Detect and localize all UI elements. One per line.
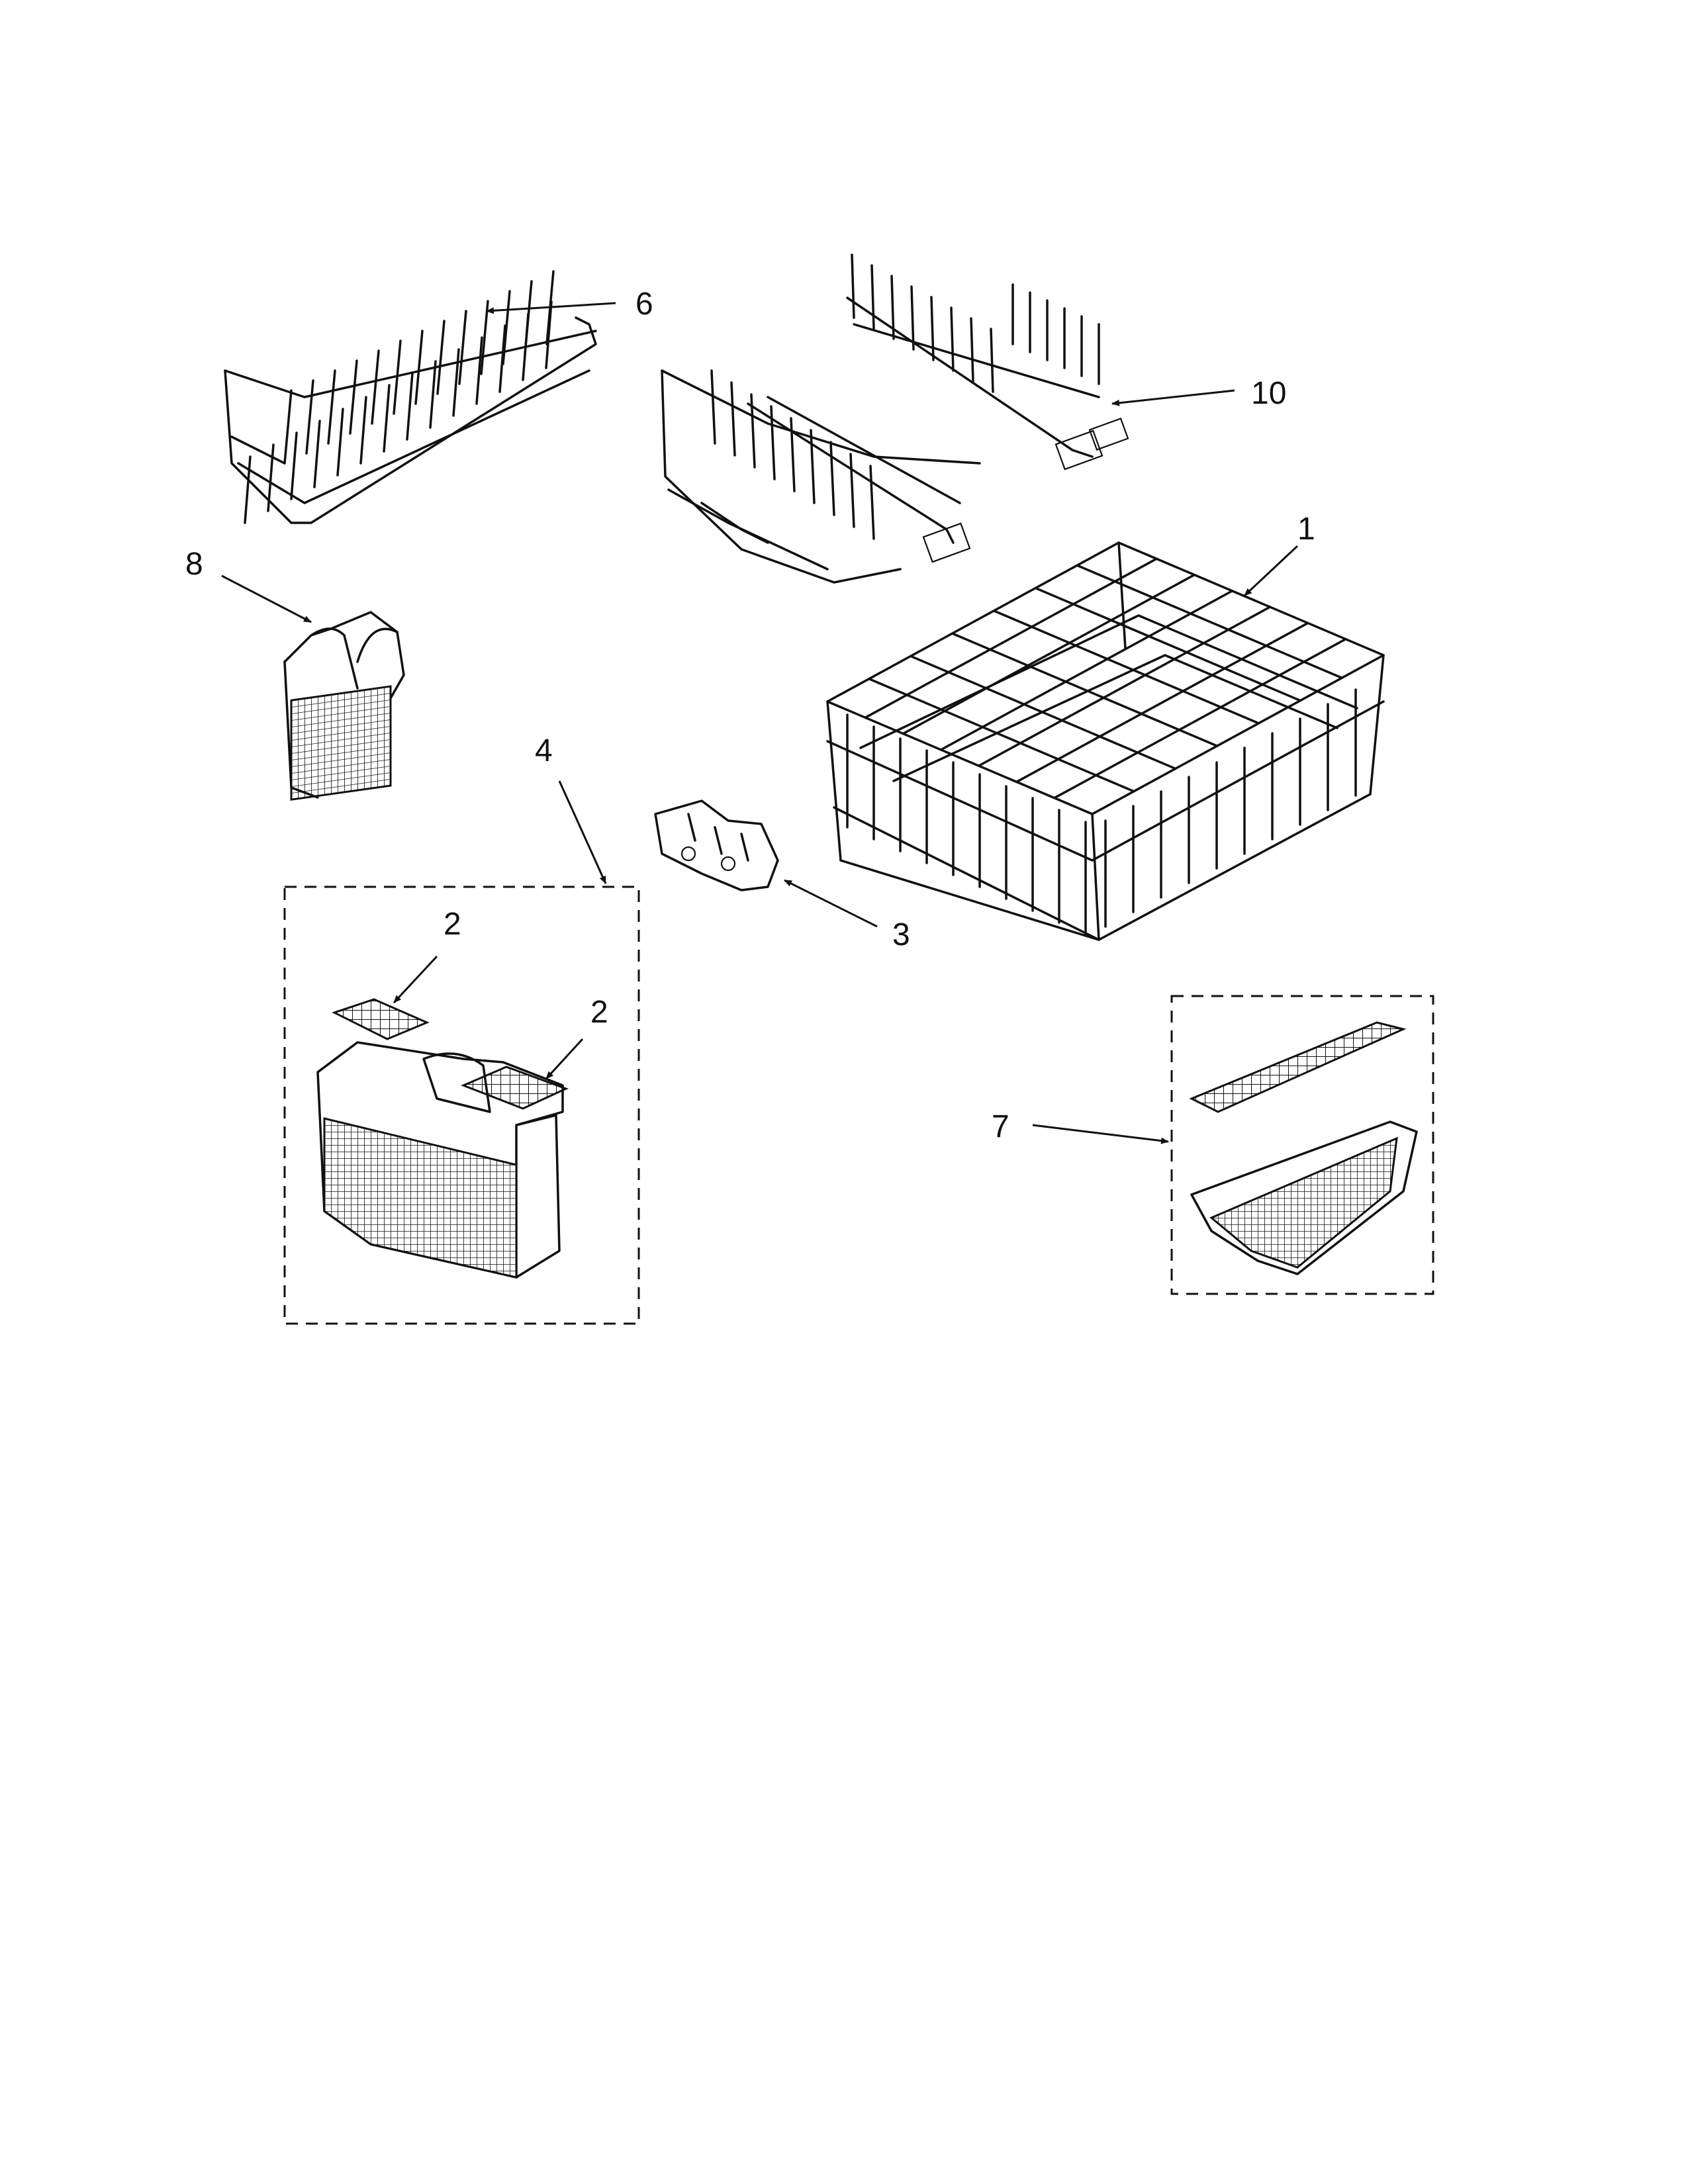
leader-2a — [393, 955, 438, 1004]
callout-label-3: 3 — [892, 917, 910, 952]
wire-tine — [870, 264, 875, 330]
wire-tine — [864, 557, 1158, 719]
wire-tine — [730, 381, 736, 457]
callout-label-7: 7 — [992, 1109, 1009, 1144]
wire-tine — [970, 317, 974, 383]
wire-tine — [950, 306, 955, 372]
callout-label-10: 10 — [1251, 376, 1286, 411]
wire-tine — [1076, 564, 1343, 680]
wire-tine — [290, 432, 298, 500]
wire-tine — [909, 655, 1177, 770]
wire-tine — [939, 590, 1234, 751]
wire-tine — [327, 369, 336, 445]
silverware-basket-assembly-drawing — [283, 886, 640, 1325]
wire-tine — [313, 420, 321, 488]
wire-tine — [902, 573, 1196, 735]
utensil-basket-drawing — [283, 611, 405, 801]
leader-7 — [1032, 1124, 1169, 1144]
wire-tine — [868, 677, 1135, 793]
fold-down-tine-assembly-drawing — [661, 253, 1129, 584]
wire-tine — [910, 285, 915, 351]
wire-tine — [990, 328, 994, 393]
leader-lines — [221, 302, 1299, 1144]
wire-tine — [452, 348, 460, 417]
callout-label-8: 8 — [185, 547, 203, 582]
wire-tine — [349, 359, 358, 435]
leader-10 — [1111, 389, 1235, 406]
lower-dishrack-drawing — [826, 541, 1385, 941]
wire-tine — [283, 389, 293, 465]
callout-label-2b: 2 — [590, 995, 608, 1030]
wire-tine — [851, 253, 855, 319]
rack-clip-drawing — [654, 799, 779, 891]
wire-tine — [475, 336, 483, 405]
wire-tine — [810, 429, 816, 504]
wire-tine — [371, 349, 380, 425]
wire-tine — [951, 632, 1219, 747]
leader-1 — [1243, 545, 1299, 597]
wire-tine — [522, 312, 530, 381]
wire-tine — [1053, 637, 1347, 799]
wire-tine — [977, 606, 1272, 767]
wire-tine — [414, 330, 424, 405]
callout-label-1: 1 — [1297, 512, 1315, 547]
wire-tine — [406, 372, 414, 441]
wire-tine — [359, 396, 367, 465]
wire-tine — [244, 455, 252, 524]
wire-tine — [267, 443, 275, 512]
wire-tine — [498, 324, 506, 393]
wire-tine — [1015, 621, 1309, 784]
wire-tine — [770, 405, 776, 480]
callout-label-6: 6 — [635, 287, 653, 322]
wire-tine — [992, 610, 1260, 725]
callout-label-4: 4 — [535, 733, 553, 768]
wire-tine — [930, 296, 935, 361]
wire-tine — [305, 379, 314, 455]
wire-tine — [869, 465, 875, 540]
fold-down-tine-row-drawing — [224, 270, 597, 524]
wire-tine — [336, 408, 344, 477]
wire-tine — [429, 360, 437, 429]
leader-2b — [545, 1038, 584, 1080]
wire-tine — [750, 393, 756, 469]
wire-tine — [458, 310, 467, 385]
wire-tine — [436, 320, 445, 395]
leader-3 — [784, 879, 878, 928]
wire-tine — [1034, 586, 1302, 702]
wire-tine — [849, 453, 855, 528]
wire-tine — [710, 369, 716, 445]
wire-tine — [790, 417, 796, 492]
wire-tine — [890, 275, 895, 340]
wire-tine — [545, 300, 553, 369]
wire-tine — [383, 384, 391, 453]
callout-label-2a: 2 — [444, 907, 461, 942]
wire-tine — [393, 340, 402, 415]
wire-tine — [829, 441, 835, 516]
leader-6 — [486, 302, 616, 314]
leader-4 — [558, 780, 607, 884]
wire-tine — [502, 290, 511, 365]
small-basket-assembly-drawing — [1170, 995, 1434, 1295]
leader-8 — [221, 574, 312, 623]
